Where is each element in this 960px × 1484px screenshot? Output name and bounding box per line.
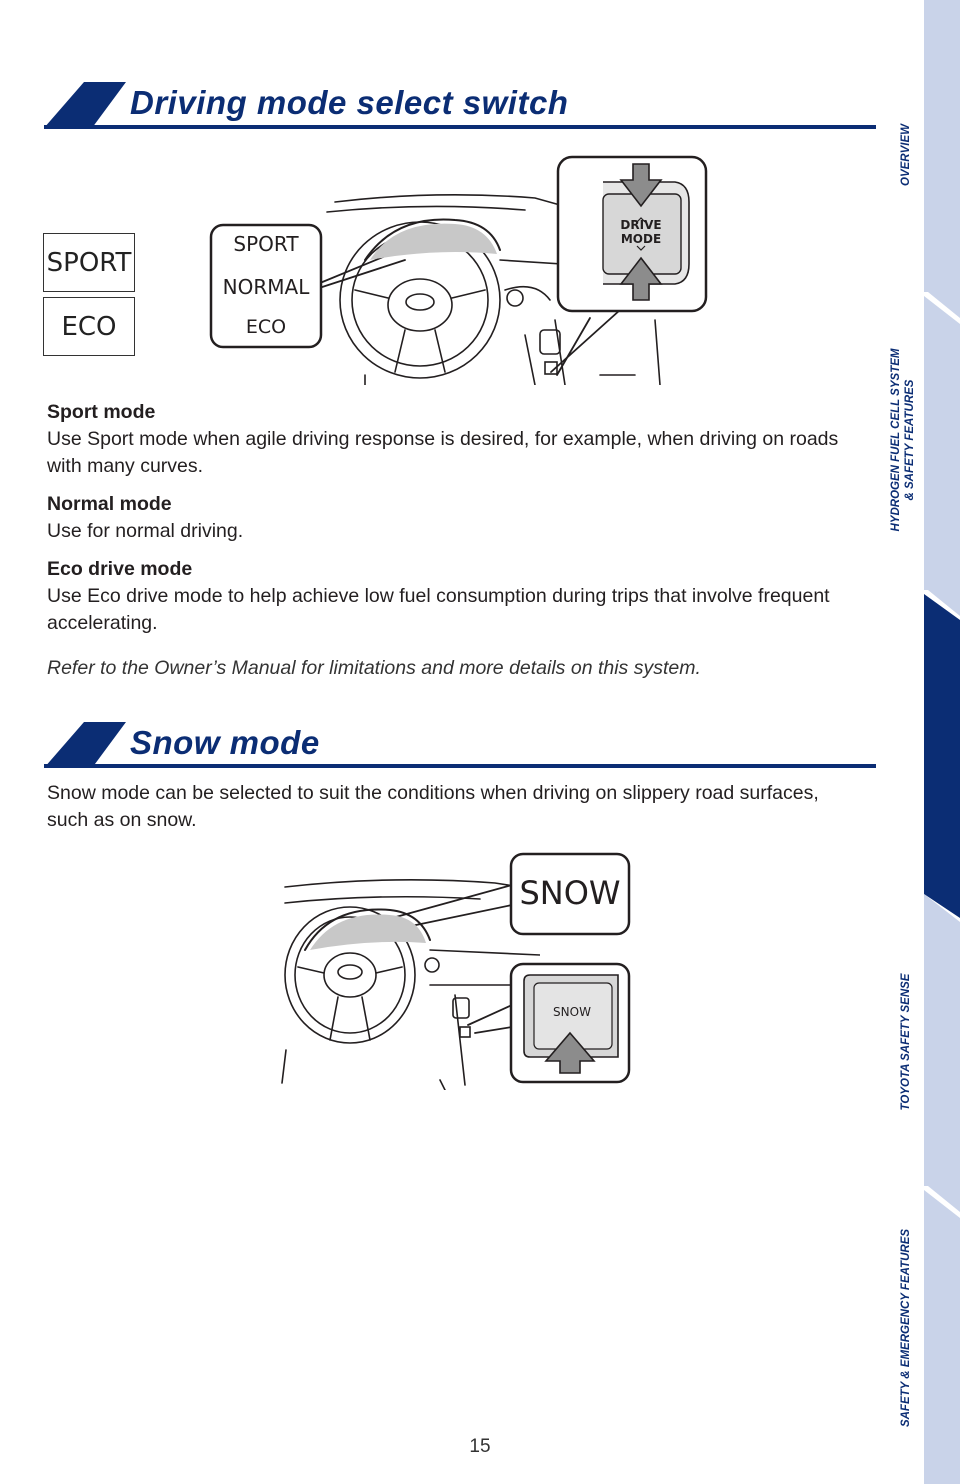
drive-button-label-line2: MODE bbox=[620, 232, 662, 246]
side-tab-strip bbox=[924, 0, 960, 1484]
tab-toyota-safety-sense[interactable]: TOYOTA SAFETY SENSE bbox=[900, 973, 912, 1111]
section-title-driving-mode: Driving mode select switch bbox=[130, 84, 569, 121]
mode-normal-heading: Normal mode bbox=[47, 493, 172, 515]
drive-button-label-line1: DRIVE bbox=[620, 218, 662, 232]
mode-sport-heading: Sport mode bbox=[47, 401, 156, 423]
mode-normal-description: Use for normal driving. bbox=[47, 520, 244, 542]
sport-indicator: SPORT bbox=[43, 233, 135, 292]
tab-overview[interactable]: OVERVIEW bbox=[900, 124, 912, 186]
dashboard-illustration-snow bbox=[281, 879, 540, 1090]
mode-eco-heading: Eco drive mode bbox=[47, 558, 193, 580]
section-header-bar-snow bbox=[44, 722, 876, 768]
mode-eco-description: Use Eco drive mode to help achieve low f… bbox=[47, 585, 830, 634]
tab-hydrogen-fuel-cell[interactable]: HYDROGEN FUEL CELL SYSTEM & SAFETY FEATU… bbox=[890, 348, 916, 532]
callout-eco: ECO bbox=[245, 316, 287, 338]
mode-sport-description: Use Sport mode when agile driving respon… bbox=[47, 428, 839, 477]
mode-descriptions: Sport mode Use Sport mode when agile dri… bbox=[47, 399, 867, 682]
snow-display-text: SNOW bbox=[519, 874, 621, 912]
owners-manual-note: Refer to the Owner’s Manual for limitati… bbox=[47, 657, 701, 679]
mode-callout-bubble bbox=[209, 223, 323, 349]
callout-sport: SPORT bbox=[233, 232, 299, 256]
callout-normal: NORMAL bbox=[222, 275, 310, 299]
snow-mode-intro: Snow mode can be selected to suit the co… bbox=[47, 782, 819, 831]
section-header-bar bbox=[44, 82, 876, 129]
section-title-snow-mode: Snow mode bbox=[130, 724, 320, 761]
tab-safety-emergency[interactable]: SAFETY & EMERGENCY FEATURES bbox=[900, 1228, 912, 1428]
snow-button-label: SNOW bbox=[553, 1005, 591, 1019]
page-number: 15 bbox=[469, 1436, 491, 1457]
drive-mode-switch-closeup bbox=[556, 155, 708, 313]
mode-eco: Eco drive mode Use Eco drive mode to hel… bbox=[47, 556, 867, 637]
mode-sport: Sport mode Use Sport mode when agile dri… bbox=[47, 399, 867, 480]
eco-indicator: ECO bbox=[43, 297, 135, 356]
snow-display-callout bbox=[509, 852, 631, 936]
mode-normal: Normal mode Use for normal driving. bbox=[47, 491, 867, 545]
snow-switch-closeup bbox=[509, 962, 631, 1084]
tab-features-operations[interactable]: FEATURES & OPERATIONS bbox=[900, 664, 912, 816]
dashboard-illustration-drive-mode bbox=[312, 194, 706, 385]
